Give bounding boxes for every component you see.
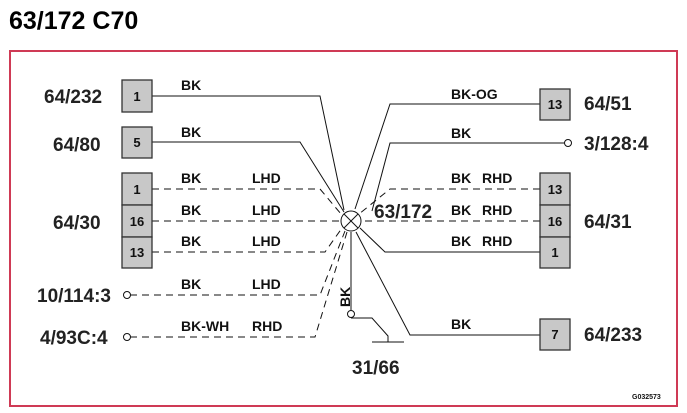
wire-color-label: BK xyxy=(451,233,471,249)
connector-label-64-51: 64/51 xyxy=(584,94,632,115)
pin-label: 1 xyxy=(133,182,140,197)
wire-color-label: BK xyxy=(451,202,471,218)
terminal-4-93c-4[interactable] xyxy=(123,333,131,341)
wire-w3[interactable] xyxy=(152,188,342,215)
wire-color-label: BK xyxy=(181,202,201,218)
wire-w2[interactable] xyxy=(152,141,345,213)
ground-label: 31/66 xyxy=(352,358,400,379)
wire-variant-label: RHD xyxy=(482,202,512,218)
wire-color-label: BK-WH xyxy=(181,318,229,334)
terminal-10-114-3[interactable] xyxy=(123,291,131,299)
wire-color-label: BK xyxy=(181,233,201,249)
wire-w10[interactable] xyxy=(358,188,540,215)
connector-64-80[interactable]: 5 xyxy=(121,126,153,159)
connector-64-233[interactable]: 7 xyxy=(539,318,571,351)
pin-label: 16 xyxy=(548,214,562,229)
wire-color-label: BK xyxy=(451,316,471,332)
wire-color-label: BK xyxy=(181,77,201,93)
pin-label: 13 xyxy=(548,97,562,112)
pin-label: 16 xyxy=(130,214,144,229)
splice-point[interactable] xyxy=(340,210,362,232)
connector-label-64-30: 64/30 xyxy=(53,213,101,234)
terminal-label-4-93c-4: 4/93C:4 xyxy=(40,328,108,349)
splice-label: 63/172 xyxy=(374,202,432,223)
connector-64-31[interactable]: 13 16 1 xyxy=(539,172,571,269)
figure-code: G032573 xyxy=(632,394,661,401)
wire-color-label: BK xyxy=(451,125,471,141)
wire-color-label: BK-OG xyxy=(451,86,498,102)
wires xyxy=(130,95,566,343)
ground-wire-label: BK xyxy=(337,287,353,307)
connector-64-232[interactable]: 1 xyxy=(121,79,153,113)
wire-w9[interactable] xyxy=(371,142,566,212)
wire-variant-label: LHD xyxy=(252,202,281,218)
connector-label-64-31: 64/31 xyxy=(584,212,632,233)
wire-color-label: BK xyxy=(181,124,201,140)
pin-label: 5 xyxy=(133,135,140,150)
wire-w7[interactable] xyxy=(130,231,348,338)
connector-label-64-80: 64/80 xyxy=(53,135,101,156)
connector-64-30[interactable]: 1 16 13 xyxy=(121,172,153,269)
wire-color-label: BK xyxy=(181,170,201,186)
wire-variant-label: LHD xyxy=(252,170,281,186)
wire-w5[interactable] xyxy=(152,227,343,253)
wire-color-label: BK xyxy=(451,170,471,186)
diagram-frame xyxy=(9,50,678,407)
wire-color-label: BK xyxy=(181,276,201,292)
ground-terminal[interactable] xyxy=(347,310,355,318)
pin-label: 1 xyxy=(133,89,140,104)
pin-label: 1 xyxy=(551,245,558,260)
wire-w12[interactable] xyxy=(359,227,540,253)
wire-variant-label: RHD xyxy=(252,318,282,334)
pin-label: 7 xyxy=(551,327,558,342)
wire-w13[interactable] xyxy=(355,231,540,336)
wire-variant-label: RHD xyxy=(482,170,512,186)
pin-label: 13 xyxy=(548,182,562,197)
ground-lead xyxy=(351,317,389,342)
wire-w6[interactable] xyxy=(130,230,346,296)
pin-label: 13 xyxy=(130,245,144,260)
wire-w8[interactable] xyxy=(354,103,540,210)
connector-label-64-233: 64/233 xyxy=(584,325,642,346)
wire-variant-label: LHD xyxy=(252,276,281,292)
diagram-title: 63/172 C70 xyxy=(9,7,138,35)
wire-variant-label: LHD xyxy=(252,233,281,249)
connector-label-64-232: 64/232 xyxy=(44,87,102,108)
terminal-3-128-4[interactable] xyxy=(564,139,572,147)
wire-variant-label: RHD xyxy=(482,233,512,249)
terminal-label-10-114-3: 10/114:3 xyxy=(37,286,111,307)
wire-w1[interactable] xyxy=(152,95,345,211)
terminal-label-3-128-4: 3/128:4 xyxy=(584,134,649,155)
connector-64-51[interactable]: 13 xyxy=(539,88,571,121)
